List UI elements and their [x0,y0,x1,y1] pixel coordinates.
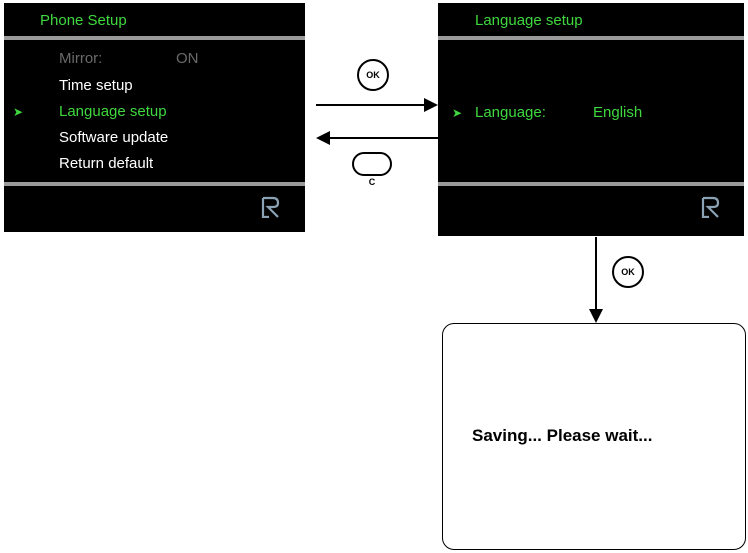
arrow-cursor-icon: ➤ [13,105,24,119]
forward-arrow-head [424,98,438,112]
menu-item-return-default[interactable]: Return default [59,155,154,172]
ok-key-label: OK [366,70,380,80]
c-key-icon [352,152,392,176]
title-separator [4,36,305,40]
ok-key-icon [357,59,389,91]
language-label: Language: [475,104,546,121]
language-setup-screen: Language setup ➤ Language: English [438,3,744,236]
menu-item-language-setup[interactable]: Language setup [59,103,167,120]
footer-separator [4,182,305,186]
ok-key-icon [612,256,644,288]
menu-item-time-setup[interactable]: Time setup [59,77,133,94]
brand-logo-icon [701,196,720,218]
back-arrow-head [316,131,330,145]
ok-key-label: OK [621,267,635,277]
c-key-label: C [368,177,376,187]
down-arrow-head [589,309,603,323]
arrow-cursor-icon: ➤ [452,106,463,120]
menu-item-software-update[interactable]: Software update [59,129,169,146]
phone-setup-screen: Phone Setup Mirror: ON Time setup ➤ Lang… [4,3,305,232]
menu-item-mirror[interactable]: Mirror: [59,50,103,67]
saving-dialog: Saving... Please wait... [442,323,746,550]
language-setup-title: Language setup [475,12,583,29]
saving-message: Saving... Please wait... [472,426,653,445]
brand-logo-icon [261,196,280,218]
phone-setup-title: Phone Setup [40,12,127,29]
footer-separator [438,182,744,186]
title-separator [438,36,744,40]
menu-item-mirror-value: ON [176,50,199,67]
language-value[interactable]: English [593,104,643,121]
